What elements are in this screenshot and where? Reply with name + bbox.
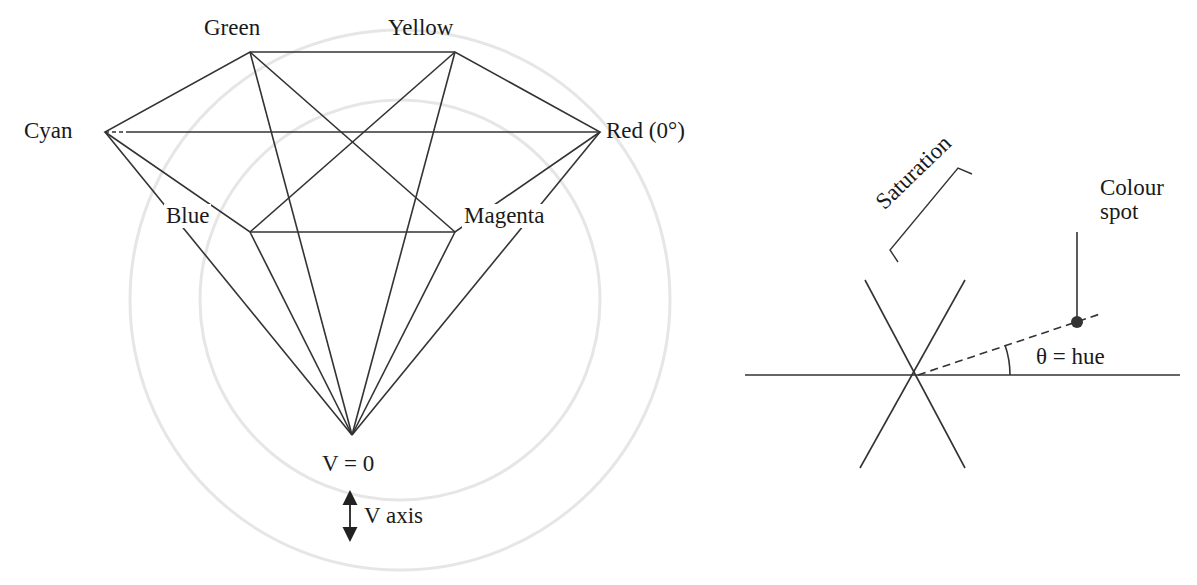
saturation-label: Saturation bbox=[871, 131, 956, 214]
colour-spot-dot bbox=[1071, 316, 1083, 328]
v-axis-arrow bbox=[344, 492, 356, 540]
vertex-label: Red (0°) bbox=[606, 119, 685, 143]
vertex-label: Blue bbox=[164, 204, 211, 228]
vertex-label: Green bbox=[204, 16, 260, 40]
vertex-label: Cyan bbox=[22, 119, 75, 143]
apex-label: V = 0 bbox=[322, 452, 374, 476]
hue-label: θ = hue bbox=[1034, 345, 1107, 369]
vertex-label: Yellow bbox=[388, 16, 453, 40]
colour-spot-label: Colour spot bbox=[1100, 176, 1180, 224]
vertex-label: Magenta bbox=[462, 204, 546, 228]
watermark-seal bbox=[130, 30, 670, 570]
hexcone-lines bbox=[105, 52, 600, 435]
axis-label: V axis bbox=[364, 504, 423, 528]
hue-diagram bbox=[745, 168, 1180, 468]
